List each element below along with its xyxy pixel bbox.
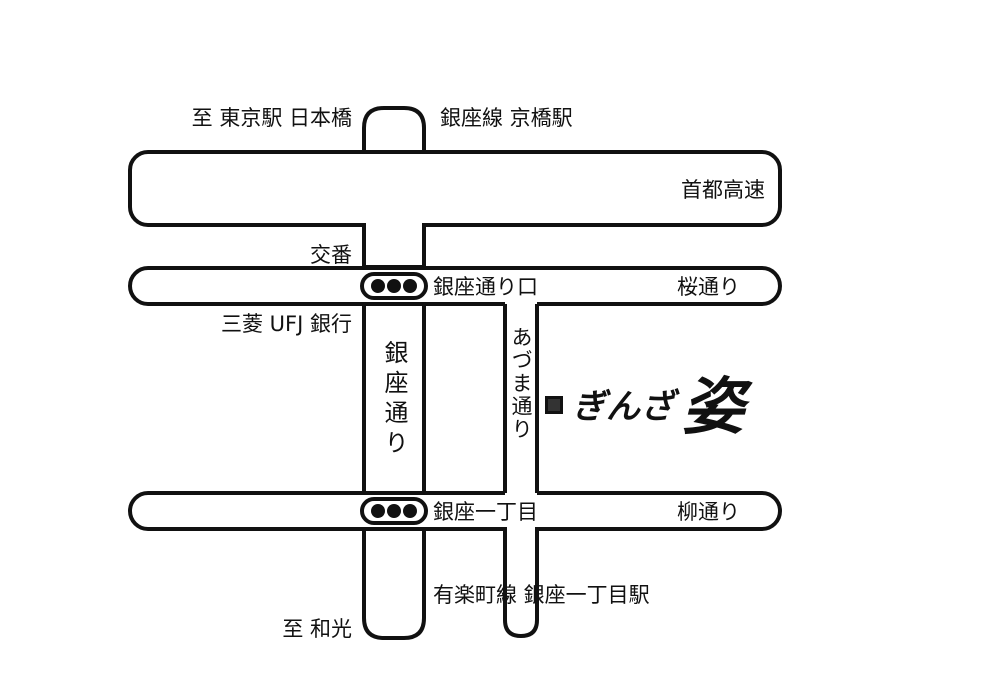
label-yanagi-dori: 柳通り	[677, 500, 740, 524]
label-sakura-dori: 桜通り	[677, 275, 740, 299]
label-koban: 交番	[310, 243, 352, 267]
traffic-signal-icon	[360, 497, 428, 525]
shop-name-kanji: 姿	[682, 370, 753, 443]
label-ginza-dori: 銀座通り	[380, 340, 408, 460]
label-azuma-dori: あづま通り	[509, 326, 533, 441]
label-mitsubishi: 三菱 UFJ 銀行	[221, 312, 352, 336]
label-ginza-1chome: 銀座一丁目	[433, 500, 538, 524]
traffic-signal-icon	[360, 272, 428, 300]
yanagi-dori-road	[128, 491, 782, 531]
sakura-dori-road	[128, 266, 782, 306]
shop-name-kana: ぎんざ	[572, 387, 680, 427]
label-ginza-dori-entrance: 銀座通り口	[433, 275, 538, 299]
ginza-dori-road	[362, 106, 426, 640]
label-expressway: 首都高速	[681, 178, 765, 202]
azuma-dori-road	[503, 300, 539, 639]
label-to-tokyo: 至 東京駅 日本橋	[192, 106, 352, 130]
expressway-road	[128, 150, 782, 227]
label-yurakucho-line: 有楽町線 銀座一丁目駅	[433, 583, 650, 607]
label-to-wako: 至 和光	[282, 617, 352, 641]
label-ginza-line: 銀座線 京橋駅	[440, 106, 573, 130]
